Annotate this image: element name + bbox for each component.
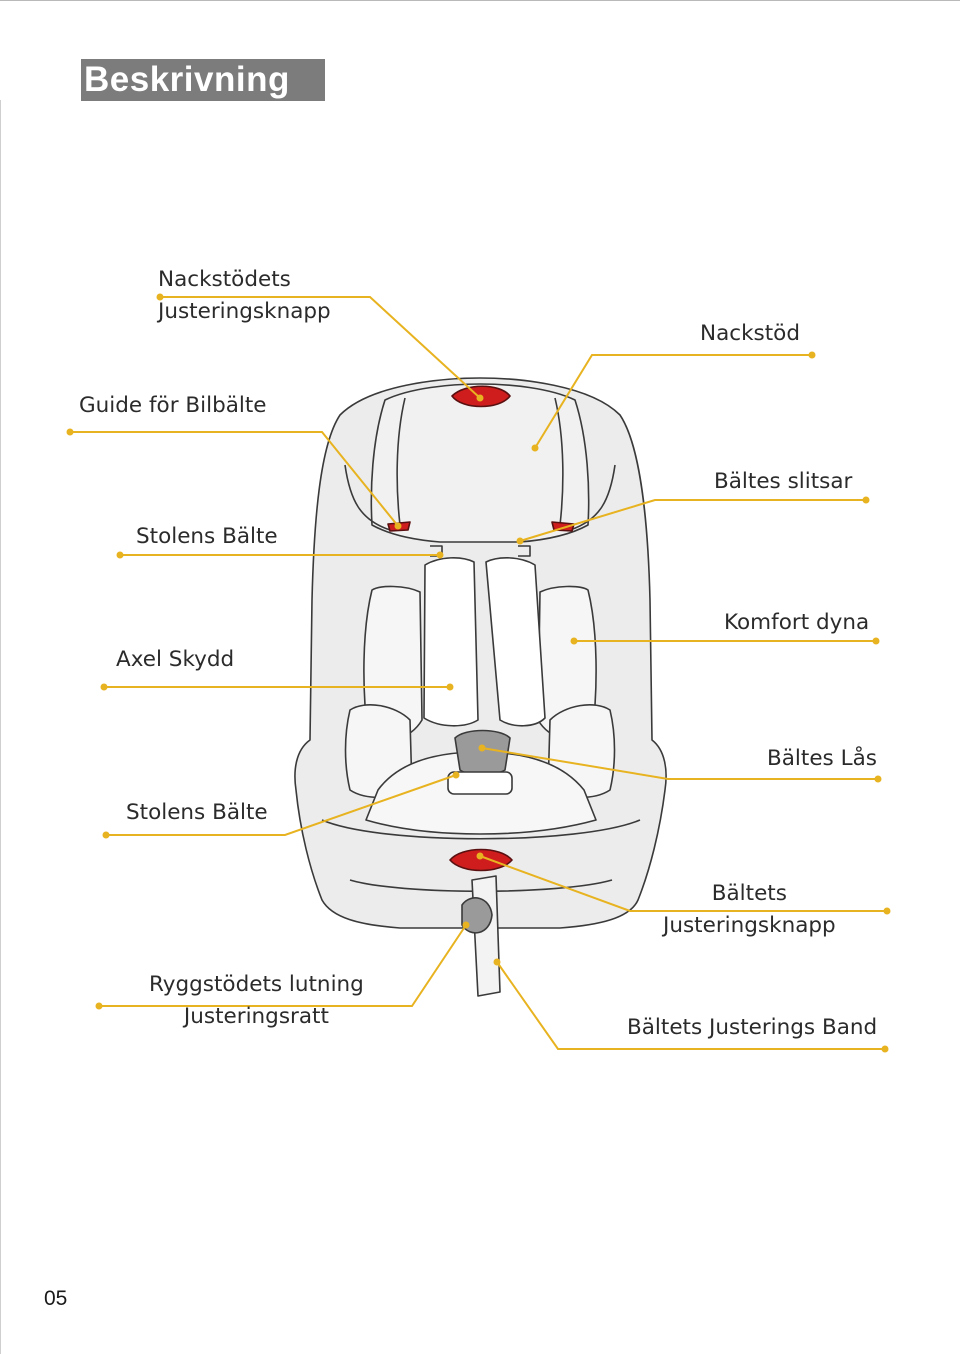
leader-recline	[99, 924, 467, 1007]
headrest-wing-right	[569, 464, 616, 531]
headrest-wing-left	[344, 464, 391, 531]
label-headrest-adjust-button: Nackstödets Justeringsknapp	[158, 264, 331, 328]
car-seat-illustration	[294, 377, 667, 997]
label-recline-handle: Ryggstödets lutning Justeringsratt	[149, 969, 364, 1033]
label-seat-belt-lower: Stolens Bälte	[126, 800, 268, 825]
recline-knob-shape	[461, 897, 493, 934]
adjust-strap-shape	[471, 875, 501, 997]
page-title: Beskrivning	[81, 59, 325, 101]
page-number: 05	[44, 1287, 68, 1310]
label-seat-belt-upper: Stolens Bälte	[136, 524, 278, 549]
leader-headrest	[534, 354, 812, 449]
leader-lines	[70, 296, 887, 1050]
leader-headrest-adjust	[160, 296, 481, 399]
leader-buckle	[481, 747, 878, 780]
leader-belt-slots	[519, 499, 866, 542]
leader-dots	[66, 293, 891, 1053]
leader-strap	[496, 961, 885, 1050]
harness-red-button	[449, 848, 513, 872]
buckle-shape	[454, 729, 511, 776]
crotch-pad	[447, 771, 513, 795]
label-line: Justeringsknapp	[158, 299, 331, 324]
leader-harness-adjust	[479, 855, 887, 912]
shoulder-pad-right-shape	[485, 557, 546, 727]
page-left-rule	[0, 100, 1, 1354]
label-shoulder-pad: Axel Skydd	[116, 647, 235, 672]
label-line: Nackstödets	[158, 267, 291, 292]
shoulder-pad-left-shape	[423, 557, 479, 727]
seat-front-skirt	[321, 819, 641, 840]
label-headrest: Nackstöd	[700, 321, 800, 346]
label-belt-guide: Guide för Bilbälte	[79, 393, 267, 418]
belt-clip-right	[518, 545, 531, 557]
label-belt-slots: Bältes slitsar	[714, 469, 853, 494]
label-comfort-cushion: Komfort dyna	[724, 610, 870, 635]
label-harness-adjust-button: Bältets Justeringsknapp	[663, 878, 836, 942]
page-top-rule	[0, 0, 960, 1]
label-line: Ryggstödets lutning	[149, 972, 364, 997]
headrest-shape	[370, 383, 590, 543]
leader-seat-belt-lower	[106, 774, 457, 836]
label-buckle: Bältes Lås	[767, 746, 877, 771]
headrest-inner-left	[396, 397, 406, 526]
leader-belt-guide	[70, 431, 399, 527]
label-line: Bältets	[711, 881, 787, 906]
label-line: Justeringsknapp	[663, 913, 836, 938]
label-harness-strap: Bältets Justerings Band	[627, 1015, 878, 1040]
label-line: Justeringsratt	[183, 1004, 329, 1029]
